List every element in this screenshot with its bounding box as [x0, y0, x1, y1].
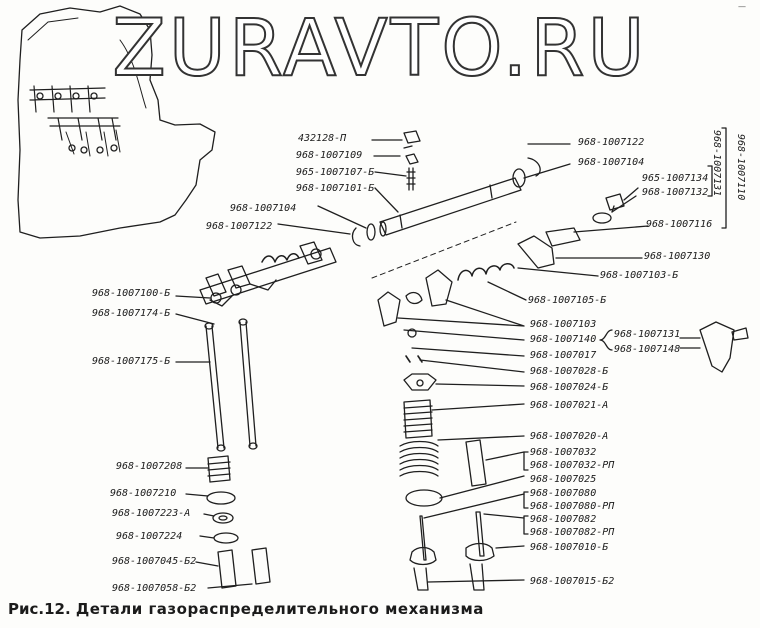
bracket-082	[523, 515, 529, 535]
label-1007105-b: 968-1007105-Б	[528, 295, 607, 306]
vertical-label-1007110: 968-1007110	[735, 134, 746, 201]
label-1007122-right: 968-1007122	[578, 137, 645, 148]
lower-left-parts	[185, 455, 271, 589]
label-1007134: 965-1007134	[642, 173, 709, 184]
push-rods	[175, 318, 258, 452]
bracket-080	[523, 491, 529, 509]
label-1007223-a: 968-1007223-А	[112, 508, 191, 519]
label-1007174-b: 968-1007174-Б	[92, 308, 171, 319]
label-1007101-b: 968-1007101-Б	[296, 183, 375, 194]
label-1007122-left: 968-1007122	[206, 221, 273, 232]
label-1007080: 968-1007080	[530, 488, 597, 499]
label-1007025: 968-1007025	[530, 474, 597, 485]
valve-train-right	[399, 373, 525, 591]
figure-number: Рис.12.	[8, 600, 71, 618]
label-1007032-rp: 968-1007032-РП	[530, 460, 615, 471]
engine-block-thumbnail	[17, 5, 216, 239]
label-1007109: 968-1007109	[296, 150, 363, 161]
label-1007082: 968-1007082	[530, 514, 597, 525]
label-1007058-b2: 968-1007058-Б2	[112, 583, 197, 594]
corner-mark: —	[738, 2, 746, 11]
label-1007028-b: 968-1007028-Б	[530, 366, 609, 377]
label-1007015-b2: 968-1007015-Б2	[530, 576, 615, 587]
label-1007131: 968-1007131	[614, 329, 681, 340]
label-1007024-b: 968-1007024-Б	[530, 382, 609, 393]
label-1007107-b: 965-1007107-Б	[296, 167, 375, 178]
label-1007210: 968-1007210	[110, 488, 177, 499]
bracket-132-134	[707, 165, 713, 197]
label-1007080-rp: 968-1007080-РП	[530, 501, 615, 512]
label-1007010-b: 968-1007010-Б	[530, 542, 609, 553]
label-1007130: 968-1007130	[644, 251, 711, 262]
label-432128-p: 432128-П	[298, 133, 347, 144]
label-1007224: 968-1007224	[116, 531, 183, 542]
label-1007132: 968-1007132	[642, 187, 709, 198]
bracket-032	[523, 451, 529, 471]
label-1007103: 968-1007103	[530, 319, 597, 330]
bracket-vertical	[721, 127, 727, 229]
label-1007104-right: 968-1007104	[578, 157, 645, 168]
label-1007148: 968-1007148	[614, 344, 681, 355]
label-1007021-a: 968-1007021-А	[530, 400, 609, 411]
figure-title: Детали газораспределительного механизма	[75, 600, 484, 618]
rocker-far-right	[679, 321, 749, 373]
bracket-131-148	[599, 329, 613, 351]
label-1007103-b: 968-1007103-Б	[600, 270, 679, 281]
label-1007082-rp: 968-1007082-РП	[530, 527, 615, 538]
label-1007116: 968-1007116	[646, 219, 713, 230]
rocker-shaft-upper	[277, 130, 571, 247]
label-1007104-left: 968-1007104	[230, 203, 297, 214]
watermark-text: ZURAVTO.RU	[111, 3, 648, 95]
label-1007045-b2: 968-1007045-Б2	[112, 556, 197, 567]
rocker-assembly-right	[377, 187, 649, 373]
label-1007017: 968-1007017	[530, 350, 597, 361]
label-1007032: 968-1007032	[530, 447, 597, 458]
label-1007140: 968-1007140	[530, 334, 597, 345]
label-1007175-b: 968-1007175-Б	[92, 356, 171, 367]
rocker-assembly-left	[175, 241, 337, 325]
figure-caption: Рис.12. Детали газораспределительного ме…	[8, 600, 484, 618]
label-1007208: 968-1007208	[116, 461, 183, 472]
assembly-dashed-line	[371, 221, 517, 279]
label-1007020-a: 968-1007020-А	[530, 431, 609, 442]
vertical-label-1007131: 968-1007131	[711, 130, 722, 197]
label-1007100-b: 968-1007100-Б	[92, 288, 171, 299]
